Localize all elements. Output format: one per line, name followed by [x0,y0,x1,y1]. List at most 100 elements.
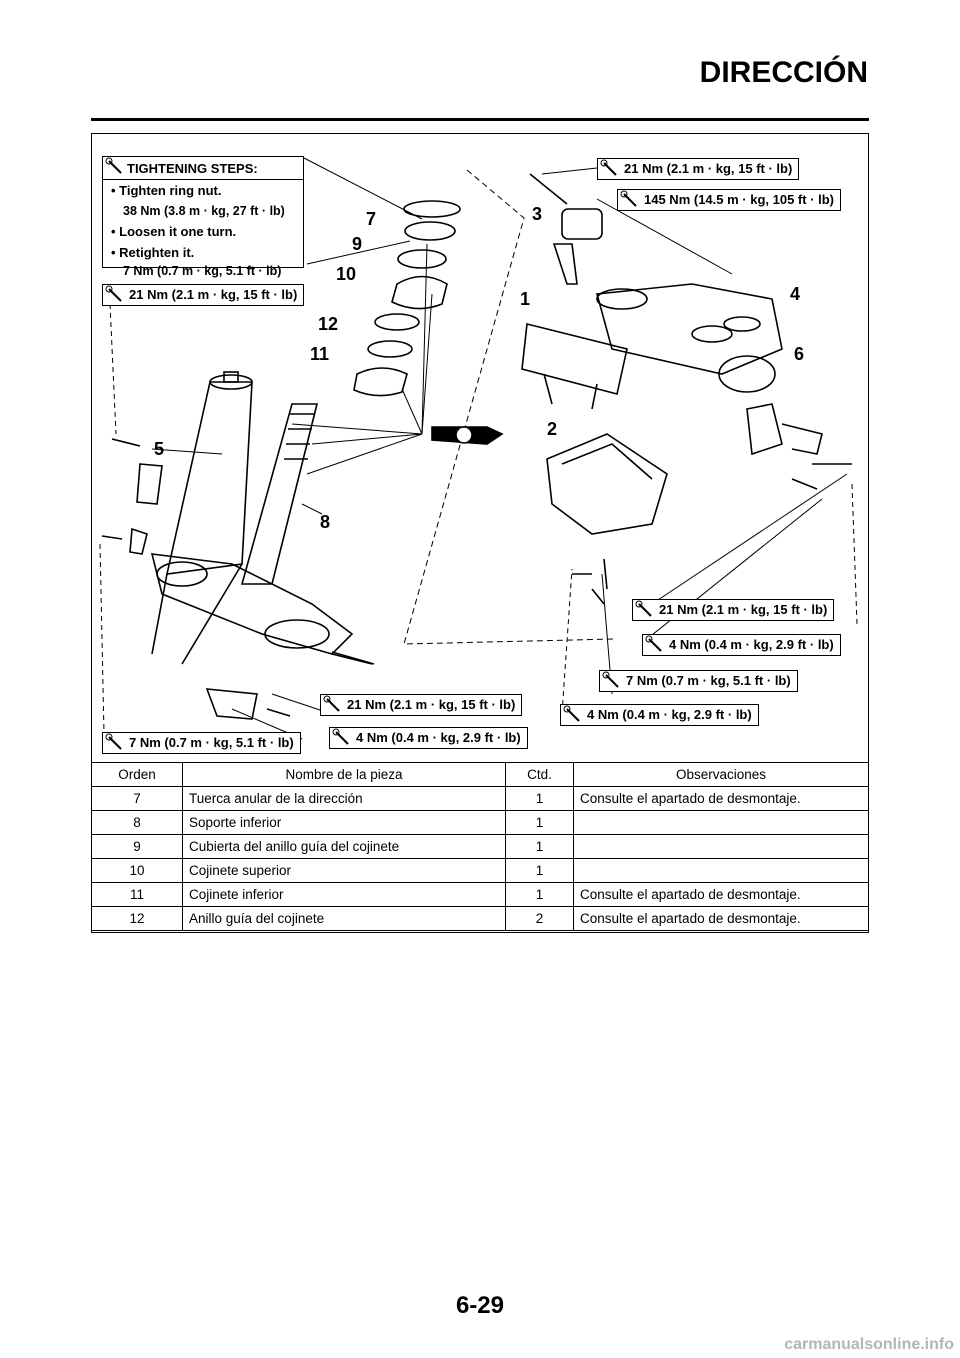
lower-bracket [150,553,373,665]
column-header: Orden [92,762,183,787]
cable-guides [101,438,608,720]
wrench-icon [633,600,659,620]
torque-label: 7 Nm (0.7 m · kg, 5.1 ft · lb) [102,732,301,754]
torque-value: 21 Nm (2.1 m · kg, 15 ft · lb) [659,602,828,617]
torque-value: 21 Nm (2.1 m · kg, 15 ft · lb) [624,161,793,176]
step-3: • Retighten it. [111,245,195,260]
cell-order: 8 [92,810,183,835]
cell-remarks [573,834,868,859]
callout-10: 10 [336,264,357,284]
cell-remarks: Consulte el apartado de desmontaje. [573,882,868,907]
parts-table: Orden Nombre de la pieza Ctd. Observacio… [92,762,868,931]
table-header-row: Orden Nombre de la pieza Ctd. Observacio… [92,762,868,787]
meter-assembly [521,323,628,410]
torque-label: 145 Nm (14.5 m · kg, 105 ft · lb) [617,189,842,211]
steering-exploded-view [99,157,858,740]
table-row: 12 Anillo guía del cojinete 2 Consulte e… [92,906,868,931]
meter-bracket [546,433,668,535]
tightening-steps-title: TIGHTENING STEPS: [127,160,258,176]
table-row: 8 Soporte inferior 1 [92,810,868,835]
cell-remarks: Consulte el apartado de desmontaje. [573,786,868,811]
torque-label: 21 Nm (2.1 m · kg, 15 ft · lb) [597,158,800,180]
cell-part-name: Cojinete superior [182,858,506,883]
column-header: Observaciones [573,762,868,787]
column-header: Nombre de la pieza [182,762,506,787]
upper-bracket [595,283,783,393]
fork-tube [151,371,253,665]
torque-label: 21 Nm (2.1 m · kg, 15 ft · lb) [320,694,523,716]
figure-frame: 7 9 10 12 11 5 8 1 2 3 4 6 B TIGHTENING … [91,133,869,933]
header-rule [91,118,869,121]
callout-2: 2 [547,419,558,439]
torque-value: 21 Nm (2.1 m · kg, 15 ft · lb) [347,697,516,712]
cell-qty: 1 [505,786,574,811]
callout-4: 4 [790,284,801,304]
callout-b: B [459,427,467,439]
torque-value: 4 Nm (0.4 m · kg, 2.9 ft · lb) [356,730,521,745]
cell-remarks: Consulte el apartado de desmontaje. [573,906,868,931]
cell-qty: 2 [505,906,574,931]
step-3-value: 7 Nm (0.7 m · kg, 5.1 ft · lb) [123,264,282,278]
cell-part-name: Anillo guía del cojinete [182,906,506,931]
torque-value: 7 Nm (0.7 m · kg, 5.1 ft · lb) [129,735,294,750]
cell-order: 11 [92,882,183,907]
callout-12: 12 [318,314,339,334]
page-number: 6-29 [455,1292,505,1319]
wrench-icon [330,728,356,748]
torque-label: 21 Nm (2.1 m · kg, 15 ft · lb) [102,284,305,306]
watermark: carmanualsonline.info [784,1336,954,1353]
torque-label: 4 Nm (0.4 m · kg, 2.9 ft · lb) [642,634,841,656]
wrench-icon [561,705,587,725]
steering-stem [240,403,319,585]
wrench-icon [600,671,626,691]
step-2: • Loosen it one turn. [111,224,237,239]
cell-order: 12 [92,906,183,931]
cell-remarks [573,858,868,883]
table-row: 7 Tuerca anular de la dirección 1 Consul… [92,786,868,811]
wrench-icon [103,285,129,305]
wrench-icon [103,733,129,753]
cell-part-name: Soporte inferior [182,810,506,835]
column-header: Ctd. [505,762,574,787]
callout-3: 3 [532,204,543,224]
wrench-icon [321,695,347,715]
step-1-value: 38 Nm (3.8 m · kg, 27 ft · lb) [123,204,285,218]
torque-label: 4 Nm (0.4 m · kg, 2.9 ft · lb) [329,727,528,749]
cell-order: 9 [92,834,183,859]
callout-6: 6 [794,344,805,364]
wrench-icon [103,157,127,180]
step-1: • Tighten ring nut. [111,183,222,198]
torque-label: 21 Nm (2.1 m · kg, 15 ft · lb) [632,599,835,621]
cell-order: 10 [92,858,183,883]
torque-value: 145 Nm (14.5 m · kg, 105 ft · lb) [644,192,835,207]
exploded-diagram: 7 9 10 12 11 5 8 1 2 3 4 6 B TIGHTENING … [92,134,868,762]
cell-part-name: Tuerca anular de la dirección [182,786,506,811]
torque-value: 4 Nm (0.4 m · kg, 2.9 ft · lb) [587,707,752,722]
wrench-icon [598,159,624,179]
page-title: DIRECCIÓN [699,56,868,89]
callout-1: 1 [520,289,531,309]
cell-part-name: Cubierta del anillo guía del cojinete [182,834,506,859]
torque-label: 4 Nm (0.4 m · kg, 2.9 ft · lb) [560,704,759,726]
torque-label: 7 Nm (0.7 m · kg, 5.1 ft · lb) [599,670,798,692]
cell-qty: 1 [505,882,574,907]
callout-11: 11 [310,344,330,364]
bearing-stack [353,200,461,397]
table-row: 10 Cojinete superior 1 [92,858,868,883]
cell-part-name: Cojinete inferior [182,882,506,907]
hose-guide [746,403,852,490]
wrench-icon [618,190,644,210]
tightening-steps-box: TIGHTENING STEPS: • Tighten ring nut. 38… [102,156,304,278]
callout-5: 5 [154,439,165,459]
cell-qty: 1 [505,858,574,883]
main-switch [529,173,603,285]
callout-9: 9 [352,234,363,254]
torque-value: 7 Nm (0.7 m · kg, 5.1 ft · lb) [626,673,791,688]
wrench-icon [643,635,669,655]
tightening-steps-header: TIGHTENING STEPS: [103,157,303,180]
torque-value: 21 Nm (2.1 m · kg, 15 ft · lb) [129,287,298,302]
cell-remarks [573,810,868,835]
table-row: 9 Cubierta del anillo guía del cojinete … [92,834,868,859]
table-row: 11 Cojinete inferior 1 Consulte el apart… [92,882,868,907]
torque-value: 4 Nm (0.4 m · kg, 2.9 ft · lb) [669,637,834,652]
